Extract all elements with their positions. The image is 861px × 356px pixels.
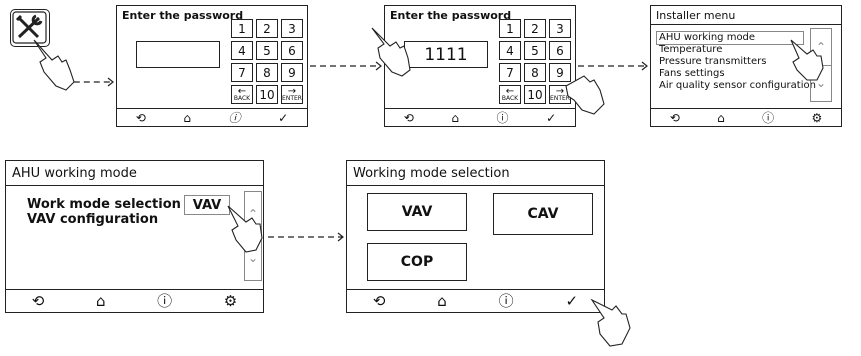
back-icon[interactable]: ⟲ — [31, 292, 45, 310]
key-1[interactable]: 1 — [499, 19, 521, 38]
key-7[interactable]: 7 — [499, 63, 521, 82]
back-key[interactable]: ←BACK — [499, 85, 521, 104]
arrow-right-icon: → — [287, 86, 297, 97]
menu-item-pressure-transmitters[interactable]: Pressure transmitters — [659, 56, 767, 67]
option-vav-button[interactable]: VAV — [367, 193, 467, 231]
menu-item-ahu-working-mode[interactable]: AHU working mode — [659, 32, 756, 43]
pointing-hand-icon — [33, 39, 75, 91]
key-5[interactable]: 5 — [256, 41, 278, 60]
screen-title: AHU working mode — [12, 166, 137, 181]
password-value: 1111 — [424, 44, 468, 65]
key-8[interactable]: 8 — [256, 63, 278, 82]
arrow-left-icon: ← — [237, 86, 247, 97]
arrowhead — [375, 61, 382, 71]
ahu-working-mode-screen: AHU working mode Work mode selection VAV… — [5, 160, 264, 313]
screen-title: Enter the password — [122, 9, 244, 22]
home-icon[interactable]: ⌂ — [95, 292, 106, 310]
pointing-hand-icon — [590, 298, 631, 347]
working-mode-selection-screen: Working mode selection VAV CAV COP ⟲ ⌂ ⓘ… — [346, 160, 605, 313]
bottom-bar: ⟲ ⌂ ⓘ ✓ — [347, 289, 604, 312]
info-icon[interactable]: ⓘ — [157, 292, 173, 310]
info-icon[interactable]: ⓘ — [496, 110, 509, 125]
menu-item-air-quality[interactable]: Air quality sensor configuration — [659, 80, 816, 91]
bottom-bar: ⟲ ⌂ ⓘ ✓ — [117, 108, 307, 126]
scroll-down-icon[interactable]: ⌄ — [247, 251, 259, 265]
settings-icon[interactable]: ⚙ — [223, 292, 238, 310]
screen-title: Installer menu — [656, 9, 736, 22]
bottom-bar: ⟲ ⌂ ⓘ ⚙ — [651, 108, 841, 126]
key-4[interactable]: 4 — [231, 41, 253, 60]
back-icon[interactable]: ⟲ — [372, 292, 386, 310]
pointing-hand-icon — [790, 39, 824, 81]
home-icon[interactable]: ⌂ — [437, 292, 447, 310]
pointing-hand-icon — [371, 27, 411, 77]
bottom-bar: ⟲ ⌂ ⓘ ⚙ — [6, 289, 263, 312]
key-10[interactable]: 10 — [256, 85, 278, 104]
back-icon[interactable]: ⟲ — [669, 110, 680, 125]
menu-item-fans-settings[interactable]: Fans settings — [659, 68, 725, 79]
bottom-bar: ⟲ ⌂ ⓘ ✓ — [385, 108, 575, 126]
arrowhead — [337, 232, 344, 242]
key-6[interactable]: 6 — [549, 41, 571, 60]
key-9[interactable]: 9 — [549, 63, 571, 82]
key-7[interactable]: 7 — [231, 63, 253, 82]
back-icon[interactable]: ⟲ — [135, 110, 146, 125]
key-2[interactable]: 2 — [524, 19, 546, 38]
work-mode-selection-label: Work mode selection — [27, 197, 181, 212]
home-icon[interactable]: ⌂ — [451, 110, 459, 125]
arrowhead — [641, 61, 648, 71]
info-icon[interactable]: ⓘ — [498, 292, 514, 310]
title-divider — [6, 185, 263, 186]
arrow-left-icon: ← — [505, 86, 515, 97]
vav-configuration-label[interactable]: VAV configuration — [27, 212, 159, 227]
key-4[interactable]: 4 — [499, 41, 521, 60]
confirm-icon[interactable]: ✓ — [546, 110, 557, 125]
enter-label: ENTER — [282, 95, 302, 102]
home-icon[interactable]: ⌂ — [717, 110, 725, 125]
key-2[interactable]: 2 — [256, 19, 278, 38]
password-field[interactable] — [136, 41, 220, 68]
enter-key[interactable]: →ENTER — [281, 85, 303, 104]
screen-title: Enter the password — [390, 9, 512, 22]
confirm-icon[interactable]: ✓ — [278, 110, 289, 125]
info-icon[interactable]: ⓘ — [228, 110, 241, 125]
info-icon[interactable]: ⓘ — [762, 110, 775, 125]
back-label: BACK — [233, 95, 251, 102]
key-3[interactable]: 3 — [281, 19, 303, 38]
key-10[interactable]: 10 — [524, 85, 546, 104]
key-6[interactable]: 6 — [281, 41, 303, 60]
key-9[interactable]: 9 — [281, 63, 303, 82]
title-divider — [347, 185, 604, 186]
selected-item-highlight — [656, 31, 804, 45]
tools-icon[interactable] — [10, 9, 50, 47]
key-3[interactable]: 3 — [549, 19, 571, 38]
enter-label: ENTER — [550, 95, 570, 102]
mode-value: VAV — [192, 197, 222, 213]
back-label: BACK — [501, 95, 519, 102]
confirm-icon[interactable]: ✓ — [565, 292, 579, 310]
password-screen-empty: Enter the password 1 2 3 4 5 6 7 8 9 ←BA… — [116, 5, 308, 127]
option-cop-button[interactable]: COP — [367, 243, 467, 281]
key-8[interactable]: 8 — [524, 63, 546, 82]
arrowhead — [107, 77, 114, 87]
menu-item-temperature[interactable]: Temperature — [659, 44, 723, 55]
title-divider — [651, 24, 841, 25]
mode-value-box[interactable]: VAV — [184, 195, 230, 215]
settings-icon[interactable]: ⚙ — [811, 110, 823, 125]
back-icon[interactable]: ⟲ — [403, 110, 414, 125]
back-key[interactable]: ←BACK — [231, 85, 253, 104]
option-cav-button[interactable]: CAV — [493, 193, 593, 235]
password-screen-filled: Enter the password 1111 1 2 3 4 5 6 7 8 … — [384, 5, 576, 127]
key-1[interactable]: 1 — [231, 19, 253, 38]
key-5[interactable]: 5 — [524, 41, 546, 60]
pointing-hand-icon — [565, 75, 605, 115]
password-field[interactable]: 1111 — [404, 41, 488, 68]
home-icon[interactable]: ⌂ — [183, 110, 191, 125]
pointing-hand-icon — [227, 205, 263, 253]
arrow-right-icon: → — [555, 86, 565, 97]
scroll-down-icon[interactable]: ⌄ — [815, 76, 827, 90]
screen-title: Working mode selection — [353, 166, 510, 181]
